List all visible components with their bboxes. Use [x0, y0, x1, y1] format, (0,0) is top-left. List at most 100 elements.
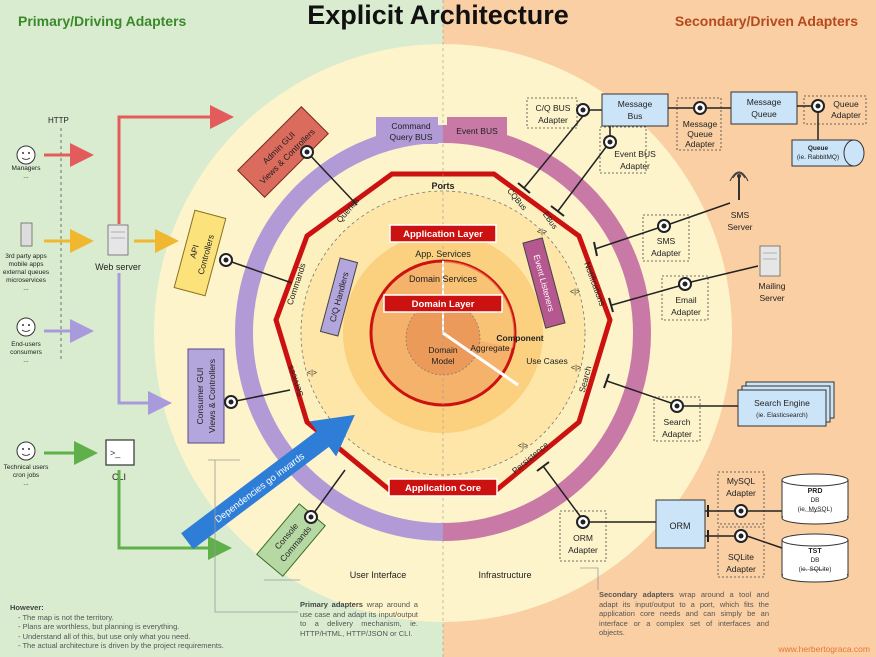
- diagram-title: Explicit Architecture: [307, 0, 569, 30]
- port-arrow-marker: <|>: [570, 289, 580, 296]
- command-query-bus-label-bg: [376, 117, 438, 144]
- svg-text:...: ...: [23, 173, 29, 180]
- search-adapter: Search: [664, 417, 691, 427]
- mysql-adapter-box: [717, 471, 765, 525]
- svg-text:Mailing: Mailing: [759, 281, 786, 291]
- ports-title: Ports: [431, 181, 454, 191]
- command-query-bus-label: Command: [391, 121, 430, 131]
- cli-to-console-arrow: [117, 470, 232, 560]
- svg-text:Adapter: Adapter: [726, 564, 756, 574]
- event-bus-ring: [443, 125, 651, 541]
- primary-note-text: wrap around a use case and adapt its inp…: [300, 600, 418, 638]
- event-bus-label-bg: [447, 117, 507, 142]
- port-arrow-marker: <|>: [537, 229, 547, 236]
- svg-text:TST: TST: [808, 548, 822, 555]
- cq-bus-adapter: C/Q BUS: [536, 103, 571, 113]
- port-arrow-marker: <|>: [307, 370, 317, 377]
- however-item: - The map is not the territory.: [18, 612, 114, 622]
- svg-text:DB: DB: [810, 497, 819, 504]
- prd-database[interactable]: PRD DB (ie. MySQL): [781, 473, 849, 525]
- admin-to-queries-line: [306, 151, 358, 206]
- api-to-commands-line: [225, 259, 293, 284]
- event-bus-adapter-box: [599, 126, 647, 174]
- svg-text:Queue: Queue: [808, 145, 829, 152]
- infrastructure-label: Infrastructure: [478, 570, 531, 580]
- domain-layer-label: Domain Layer: [412, 299, 475, 310]
- svg-text:DB: DB: [810, 557, 819, 564]
- search-adapter-line: [606, 380, 672, 404]
- secondary-note-text: wrap around a tool and adapt its input/o…: [599, 590, 769, 638]
- server-icon: [20, 222, 33, 247]
- svg-text:Bus: Bus: [628, 111, 643, 121]
- orm-box[interactable]: [655, 499, 706, 549]
- message-queue-box[interactable]: [730, 91, 798, 125]
- domain-layer-label-bg: [383, 294, 503, 313]
- component-divider: [442, 331, 519, 387]
- mysql-adapter: MySQL: [727, 476, 756, 486]
- svg-text:Queue: Queue: [751, 109, 777, 119]
- svg-text:cron jobs: cron jobs: [13, 472, 40, 479]
- event-bus-label: Event BUS: [456, 126, 498, 136]
- message-bus-label: Message: [618, 99, 653, 109]
- api-controllers-adapter[interactable]: API Controllers: [173, 209, 227, 297]
- secondary-note-bold: Secondary adapters: [599, 590, 674, 599]
- svg-text:Adapter: Adapter: [651, 248, 681, 258]
- end-users-actor: End-users consumers ...: [10, 317, 43, 364]
- tst-database[interactable]: TST DB (ie. SQLite): [781, 533, 849, 583]
- server-icon: [107, 224, 129, 256]
- smiley-icon: [16, 317, 36, 337]
- svg-text:Queue: Queue: [687, 129, 713, 139]
- however-item: - Plans are worthless, but planning is e…: [18, 622, 180, 632]
- event-listeners-box: Event Listeners: [522, 237, 566, 329]
- smiley-icon: [16, 145, 36, 165]
- svg-text:End-users: End-users: [11, 341, 41, 348]
- smiley-icon: [16, 441, 36, 461]
- svg-text:Server: Server: [759, 293, 784, 303]
- svg-text:Query BUS: Query BUS: [390, 132, 433, 142]
- application-core-label: Application Core: [405, 483, 481, 494]
- svg-text:(ie. SQLite): (ie. SQLite): [799, 566, 832, 573]
- however-title: However:: [10, 603, 44, 612]
- svg-text:consumers: consumers: [10, 349, 43, 356]
- orm-adapter: ORM: [573, 533, 593, 543]
- command-query-bus-ring: [235, 125, 443, 541]
- svg-text:external queues: external queues: [3, 269, 50, 276]
- credit-link[interactable]: www.herbertograca.com: [777, 644, 870, 654]
- svg-text:Model: Model: [431, 356, 454, 366]
- svg-text:...: ...: [23, 285, 29, 292]
- svg-text:>_: >_: [110, 448, 121, 458]
- svg-text:Managers: Managers: [12, 165, 42, 172]
- application-core-label-bg: [388, 478, 498, 497]
- message-bus-box[interactable]: [601, 93, 669, 127]
- secondary-side-label: Secondary/Driven Adapters: [675, 13, 858, 29]
- port-arrow-marker: <|>: [518, 443, 528, 450]
- search-engine[interactable]: Search Engine (ie. Elasticsearch): [737, 381, 835, 427]
- svg-text:Consumer GUI: Consumer GUI: [195, 368, 205, 425]
- port-arrow-marker: <|>: [571, 365, 581, 372]
- svg-text:Adapter: Adapter: [620, 161, 650, 171]
- sms-adapter-line: [594, 227, 659, 250]
- svg-text:PRD: PRD: [808, 488, 823, 495]
- consumer-gui-adapter[interactable]: Consumer GUI Views & Controllers: [187, 348, 225, 444]
- http-to-admin-arrow: [117, 105, 234, 224]
- third-party-actor: 3rd party apps mobile apps external queu…: [3, 222, 50, 292]
- svg-text:Adapter: Adapter: [538, 115, 568, 125]
- secondary-note-bracket: [580, 567, 599, 590]
- email-adapter: Email: [675, 295, 696, 305]
- event-bus-adapter: Event BUS: [614, 149, 656, 159]
- domain-services-label: Domain Services: [409, 274, 478, 284]
- use-cases-label: Use Cases: [526, 356, 568, 366]
- technical-users-actor: Technical users cron jobs ...: [4, 441, 49, 487]
- primary-note-bracket: [214, 460, 298, 613]
- secondary-adapters-note: Secondary adapters wrap around a tool an…: [599, 590, 769, 638]
- user-interface-label: User Interface: [350, 570, 407, 580]
- server-icon: [759, 245, 781, 277]
- svg-text:Views & Controllers: Views & Controllers: [207, 359, 217, 433]
- svg-text:Adapter: Adapter: [831, 110, 861, 120]
- http-to-consumer-arrow: [117, 273, 172, 415]
- queue-cylinder[interactable]: Queue (ie. RabbitMQ): [791, 139, 865, 167]
- domain-model-label: Domain: [428, 345, 458, 355]
- sms-server: SMS Server: [727, 171, 753, 232]
